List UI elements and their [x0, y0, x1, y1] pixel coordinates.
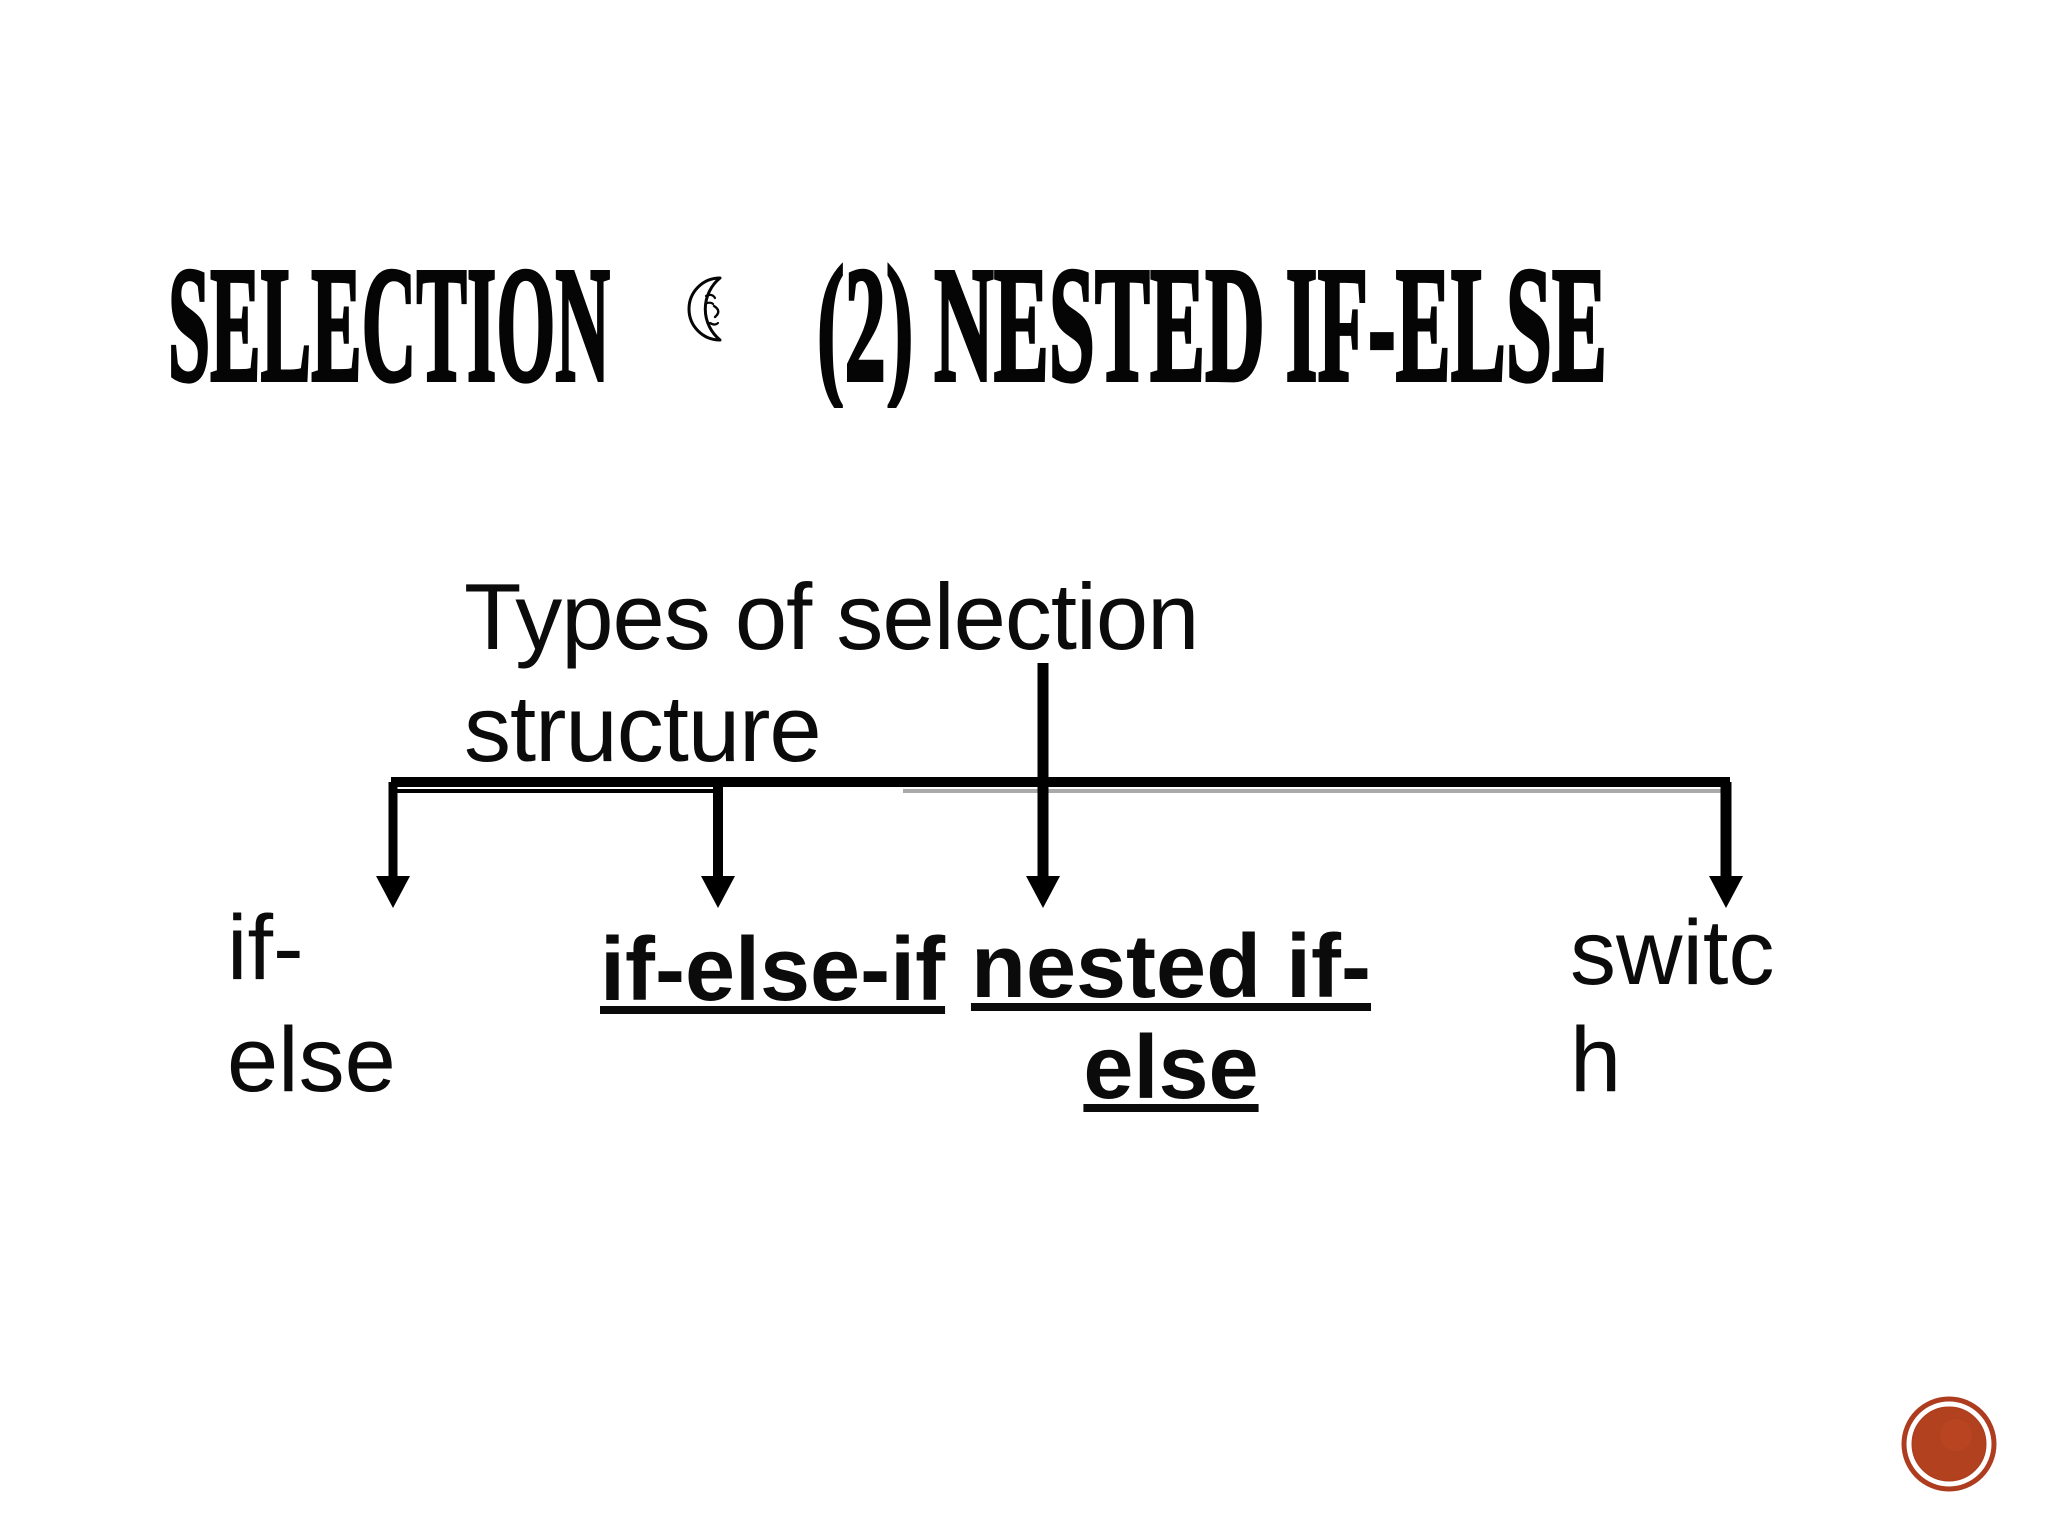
branch-label-nested-if-else: nested if- else — [959, 917, 1383, 1119]
branch-label-nested-line2: else — [1083, 1018, 1259, 1118]
branch-label-if-else-line2: else — [227, 1009, 396, 1111]
branch-label-if-else-if-line1: if-else-if — [600, 920, 946, 1020]
tree-root-label-line2: structure — [464, 676, 822, 781]
tree-root-label: Types of selection structure — [464, 561, 1199, 785]
branch-label-if-else-if: if-else-if — [600, 920, 945, 1021]
branch-label-switch: switc h — [1570, 900, 1774, 1114]
title-part-nested-if-else: (2) NESTED IF-ELSE — [817, 233, 1607, 408]
branch-label-switch-line1: switc — [1570, 902, 1775, 1004]
branch-arrow-if-else-if-head — [701, 876, 735, 908]
branch-label-switch-line2: h — [1570, 1009, 1622, 1111]
branch-label-if-else-line1: if- — [227, 897, 304, 999]
crescent-moon-face-icon — [687, 276, 722, 342]
branch-arrow-if-else-head — [376, 876, 410, 908]
tree-root-label-line1: Types of selection — [464, 564, 1199, 669]
branch-label-if-else: if- else — [227, 892, 396, 1116]
slide-title: SELECTION (2) NESTED IF-ELSE — [166, 231, 1609, 408]
branch-arrow-nested-head — [1026, 876, 1060, 908]
branch-label-nested-line1: nested if- — [970, 917, 1372, 1017]
branch-arrow-switch-head — [1709, 876, 1743, 908]
title-part-selection: SELECTION — [168, 233, 610, 408]
decorative-badge-circle — [1901, 1396, 1997, 1492]
